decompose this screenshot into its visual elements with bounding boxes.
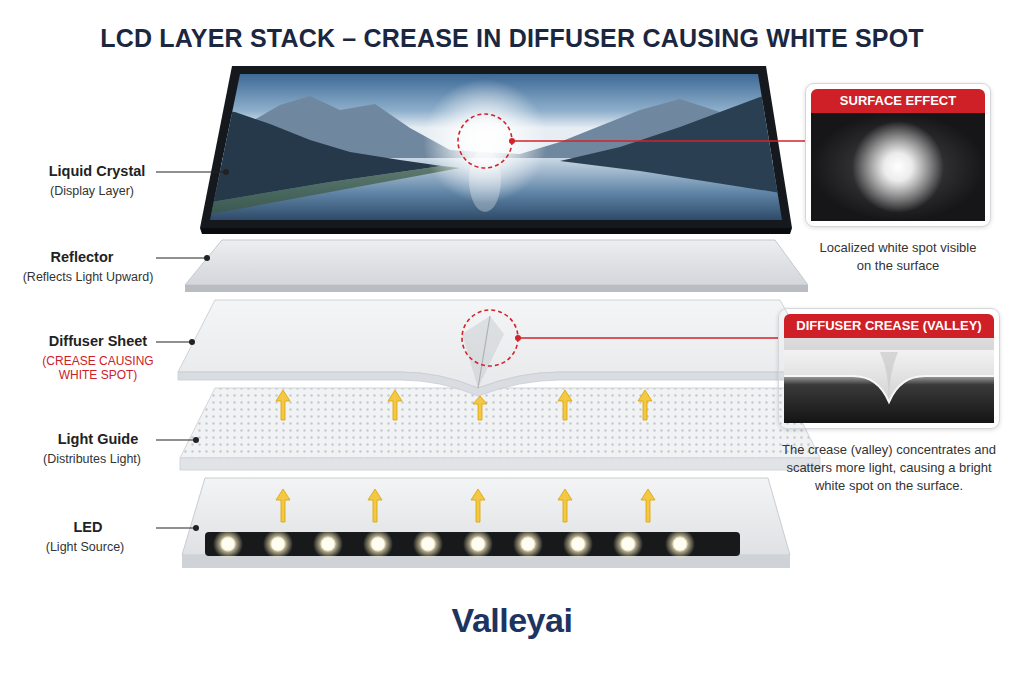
layer-name: LED	[74, 519, 103, 536]
crease-shadow	[462, 316, 504, 388]
panel-frame: DIFFUSER CREASE (VALLEY)	[778, 308, 1000, 429]
light-arrow	[471, 489, 485, 522]
led	[621, 537, 635, 551]
panel-image-area	[784, 338, 994, 423]
led	[421, 537, 435, 551]
panel-header: DIFFUSER CREASE (VALLEY)	[784, 314, 994, 338]
led-glow	[313, 529, 343, 559]
callout-panel: DIFFUSER CREASE (VALLEY) The crease (vall…	[778, 308, 1000, 496]
diffuser-front	[178, 372, 820, 396]
callout-line	[518, 337, 778, 339]
leader-dot	[193, 437, 199, 443]
callout-panel: SURFACE EFFECT Localized white spot visib…	[805, 83, 991, 275]
panel-image-area	[811, 113, 985, 221]
layer-name: Reflector	[51, 249, 114, 266]
led-glow	[213, 529, 243, 559]
light-arrow	[641, 489, 655, 522]
crease-slab	[784, 350, 994, 402]
crease-fold	[880, 352, 898, 402]
shore	[200, 166, 460, 216]
light-arrow	[388, 390, 402, 420]
reflector-sheet	[185, 240, 808, 292]
led-glow	[665, 529, 695, 559]
led-glow	[413, 529, 443, 559]
layer-note: (Distributes Light)	[43, 452, 141, 467]
layer-name: Light Guide	[58, 431, 139, 448]
led-glow	[463, 529, 493, 559]
led	[571, 537, 585, 551]
crease-line	[478, 316, 490, 388]
leader-dot	[223, 169, 229, 175]
light-guide-plate	[180, 388, 820, 470]
surface-effect-image	[811, 113, 985, 221]
layer-note: (Light Source)	[46, 540, 125, 555]
led-tray	[182, 478, 790, 568]
leader-line	[156, 341, 192, 342]
reflector-top	[185, 240, 808, 285]
light-arrow	[276, 489, 290, 522]
guide-top	[180, 388, 820, 458]
layer-name: Diffuser Sheet	[49, 333, 147, 350]
led-glow	[563, 529, 593, 559]
light-arrows	[276, 390, 652, 420]
panel-frame: SURFACE EFFECT	[805, 83, 991, 227]
crease-ground	[784, 338, 994, 423]
light-arrow	[558, 390, 572, 420]
display-panel	[200, 66, 800, 234]
leader-dot	[193, 525, 199, 531]
led	[521, 537, 535, 551]
layer-name: Liquid Crystal	[49, 163, 146, 180]
light-arrow	[638, 390, 652, 420]
dark-screen	[811, 113, 985, 221]
panel-caption: The crease (valley) concentrates and sca…	[782, 441, 997, 496]
screen-image	[200, 66, 800, 228]
diffuser-sheet	[178, 300, 820, 396]
white-spot	[852, 121, 944, 213]
led	[371, 537, 385, 551]
diagram-title: LCD LAYER STACK – CREASE IN DIFFUSER CAU…	[100, 24, 924, 53]
led	[471, 537, 485, 551]
callout-line	[512, 140, 805, 142]
leader-line	[156, 527, 196, 528]
led-row	[213, 529, 695, 559]
guide-front	[180, 458, 820, 470]
highlight-circle	[462, 310, 518, 366]
panel-header: SURFACE EFFECT	[811, 89, 985, 113]
callout-dot	[515, 335, 521, 341]
led-glow	[613, 529, 643, 559]
diffuser-crease-image	[784, 338, 994, 423]
led	[321, 537, 335, 551]
near-mountain-right	[560, 90, 800, 196]
layer-note: (Reflects Light Upward)	[23, 270, 154, 285]
light-arrow	[473, 396, 487, 420]
leader-lines	[156, 169, 229, 531]
led	[271, 537, 285, 551]
brand-logo: Valleyai	[452, 600, 573, 641]
led-glow	[363, 529, 393, 559]
led-glow	[513, 529, 543, 559]
leader-line	[156, 171, 226, 172]
highlight-circle	[458, 114, 512, 168]
leader-dot	[204, 255, 210, 261]
light-arrow	[558, 489, 572, 522]
display-edge	[200, 228, 792, 234]
callout-dot	[509, 138, 515, 144]
callout-lines	[462, 138, 805, 366]
panel-caption: Localized white spot visible on the surf…	[818, 239, 978, 275]
led	[221, 537, 235, 551]
led	[673, 537, 687, 551]
warning-note: (CREASE CAUSING WHITE SPOT)	[36, 354, 160, 383]
leader-line	[156, 257, 207, 258]
leader-line	[156, 439, 196, 440]
reflector-front	[185, 285, 808, 292]
light-arrow	[276, 390, 290, 420]
layer-note: (Display Layer)	[50, 184, 134, 199]
light-arrows	[276, 489, 655, 522]
leader-dot	[189, 339, 195, 345]
led-glow	[263, 529, 293, 559]
light-arrow	[368, 489, 382, 522]
